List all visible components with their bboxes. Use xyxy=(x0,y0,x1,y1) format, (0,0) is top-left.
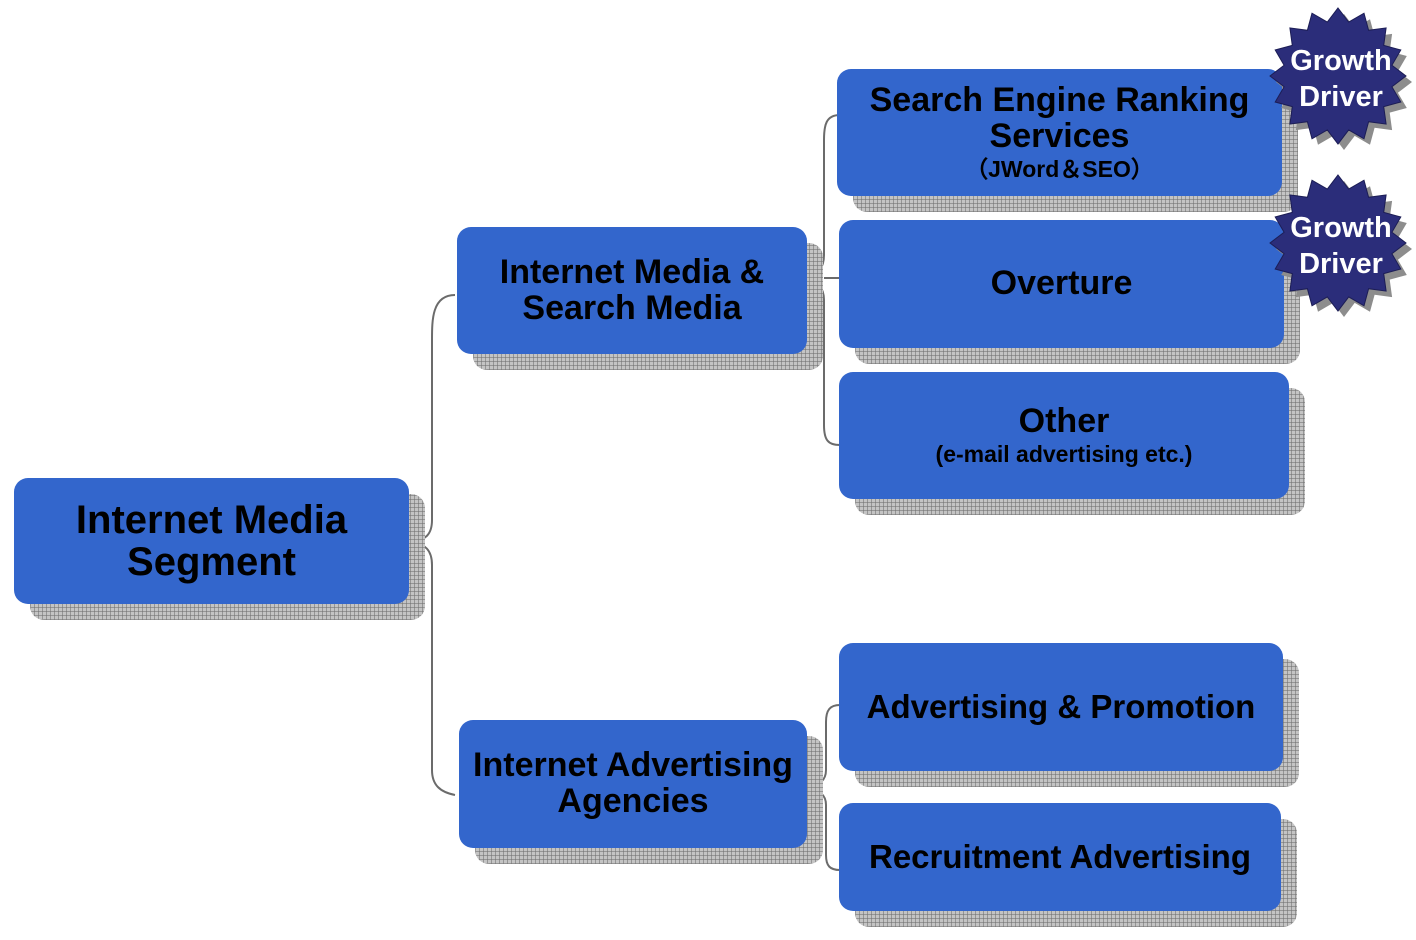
agencies-node-label-1: Internet Advertising xyxy=(473,746,793,785)
overture-node-label: Overture xyxy=(990,264,1133,303)
badge-1-line-2: Driver xyxy=(1299,81,1383,113)
seo-node-label-1: Search Engine Ranking xyxy=(869,81,1250,120)
growth-driver-badge-2: Growth Driver xyxy=(1266,171,1416,321)
overture-node: Overture xyxy=(839,220,1300,364)
media-node-label-1: Internet Media & xyxy=(499,252,765,291)
starburst-icon xyxy=(1269,7,1412,150)
recruitment-node-label: Recruitment Advertising xyxy=(868,837,1251,875)
seo-node-box: Search Engine Ranking Services （JWord＆SE… xyxy=(837,69,1282,196)
overture-node-box: Overture xyxy=(839,220,1284,348)
starburst-icon xyxy=(1269,174,1412,317)
agencies-node-label-2: Agencies xyxy=(557,782,709,820)
root-node: Internet Media Segment xyxy=(14,478,425,620)
root-node-box: Internet Media Segment xyxy=(14,478,409,604)
other-node: Other (e-mail advertising etc.) xyxy=(839,372,1305,515)
badge-1-line-1: Growth xyxy=(1290,44,1392,77)
media-node-box: Internet Media & Search Media xyxy=(457,227,807,354)
recruitment-node: Recruitment Advertising xyxy=(839,803,1297,927)
badge-2-line-1: Growth xyxy=(1290,211,1392,244)
promotion-node-box: Advertising & Promotion xyxy=(839,643,1283,771)
agencies-node: Internet Advertising Agencies xyxy=(459,720,823,864)
badge-2-line-2: Driver xyxy=(1299,248,1383,280)
growth-driver-badge-1: Growth Driver xyxy=(1266,4,1416,154)
other-node-label: Other xyxy=(1018,402,1110,440)
promotion-node-label: Advertising & Promotion xyxy=(866,687,1256,725)
promotion-node: Advertising & Promotion xyxy=(839,643,1299,787)
root-node-label-1: Internet Media xyxy=(75,498,348,542)
seo-node-label-2: Services xyxy=(989,116,1130,155)
root-node-label-2: Segment xyxy=(127,540,296,584)
agencies-node-box: Internet Advertising Agencies xyxy=(459,720,807,848)
recruitment-node-box: Recruitment Advertising xyxy=(839,803,1281,911)
other-node-box: Other (e-mail advertising etc.) xyxy=(839,372,1289,499)
media-node: Internet Media & Search Media xyxy=(457,227,823,370)
media-node-label-2: Search Media xyxy=(522,288,742,327)
other-node-sub: (e-mail advertising etc.) xyxy=(935,440,1193,467)
seo-node: Search Engine Ranking Services （JWord＆SE… xyxy=(837,69,1298,212)
seo-node-sub: （JWord＆SEO） xyxy=(965,155,1154,182)
